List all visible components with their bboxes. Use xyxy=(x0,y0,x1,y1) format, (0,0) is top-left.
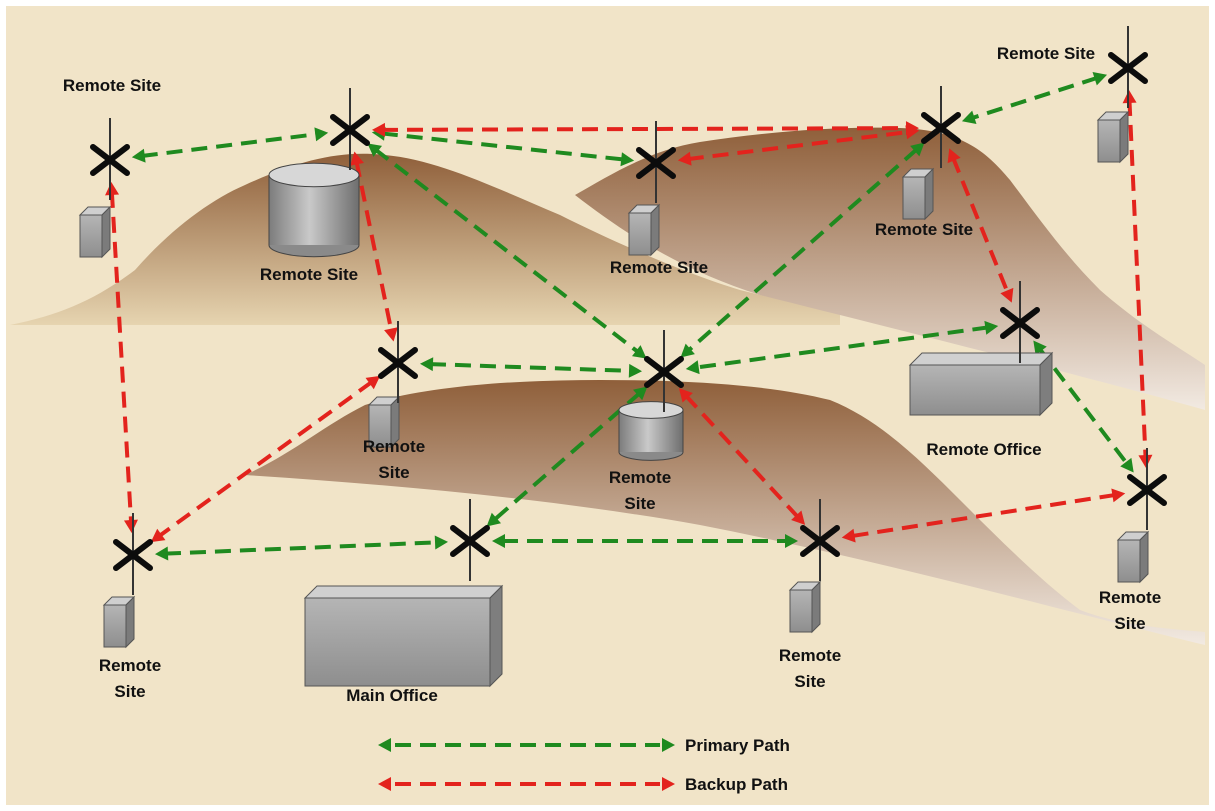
equipment-cabinet xyxy=(901,167,935,221)
site-label: Remote Site xyxy=(63,76,161,95)
site-node-s10: Main Office xyxy=(303,499,504,705)
equipment-cabinet xyxy=(1096,110,1130,164)
backup-path-arrow xyxy=(350,151,398,342)
site-label: Remote xyxy=(609,468,671,487)
equipment-tank xyxy=(618,401,684,461)
hill-right xyxy=(575,127,1205,411)
site-label: Site xyxy=(378,463,409,482)
antenna-x-icon xyxy=(1108,52,1148,84)
primary-path-arrow xyxy=(486,386,648,527)
site-label: Main Office xyxy=(346,686,438,705)
equipment-building xyxy=(908,351,1054,417)
backup-path-arrow xyxy=(150,375,381,543)
antenna-x-icon xyxy=(921,112,961,144)
primary-path-arrow xyxy=(961,72,1108,124)
site-node-s5: Remote Site xyxy=(997,26,1148,164)
antenna-x-icon xyxy=(113,539,153,571)
site-label: Remote Site xyxy=(610,258,708,277)
primary-path-arrow xyxy=(154,535,449,561)
antenna-x-icon xyxy=(644,356,684,388)
antenna-x-icon xyxy=(450,525,490,557)
equipment-cabinet xyxy=(1116,530,1150,584)
site-label: Site xyxy=(624,494,655,513)
antenna-x-icon xyxy=(1127,474,1167,506)
antenna-x-icon xyxy=(378,347,418,379)
hill-left xyxy=(10,153,840,325)
legend-primary-label: Primary Path xyxy=(685,736,790,755)
legend-backup-arrow xyxy=(378,777,675,791)
primary-path-arrow xyxy=(131,127,329,163)
backup-path-arrow xyxy=(841,488,1126,543)
site-node-s1: Remote Site xyxy=(63,76,161,259)
backup-path-arrow xyxy=(105,181,138,534)
site-label: Remote Office xyxy=(926,440,1041,459)
site-node-s2: Remote Site xyxy=(260,88,370,284)
backup-path-arrow xyxy=(1122,89,1153,469)
site-label: Remote xyxy=(1099,588,1161,607)
primary-path-arrow xyxy=(1033,340,1134,473)
equipment-cabinet xyxy=(627,203,661,257)
site-label: Site xyxy=(114,682,145,701)
primary-path-arrow xyxy=(685,320,999,375)
site-label: Remote Site xyxy=(997,44,1095,63)
antenna-x-icon xyxy=(1000,307,1040,339)
primary-path-arrow xyxy=(492,534,798,548)
backup-path-arrow xyxy=(678,388,806,525)
site-label: Site xyxy=(794,672,825,691)
site-node-s8: Remote Office xyxy=(908,281,1054,459)
equipment-building xyxy=(303,584,504,688)
site-label: Site xyxy=(1114,614,1145,633)
hill-center xyxy=(245,380,1205,645)
links-layer xyxy=(105,72,1153,561)
legend-primary-arrow xyxy=(378,738,675,752)
equipment-cabinet xyxy=(102,595,136,649)
site-label: Remote xyxy=(99,656,161,675)
site-node-s3: Remote Site xyxy=(610,121,708,277)
antenna-x-icon xyxy=(330,114,370,146)
equipment-tank xyxy=(268,162,360,258)
equipment-cabinet xyxy=(78,205,112,259)
antenna-x-icon xyxy=(90,144,130,176)
primary-path-arrow xyxy=(680,142,925,358)
site-label: Remote xyxy=(363,437,425,456)
legend-backup-label: Backup Path xyxy=(685,775,788,794)
site-label: Remote Site xyxy=(875,220,973,239)
antenna-x-icon xyxy=(800,525,840,557)
site-node-s4: Remote Site xyxy=(875,86,973,239)
backup-path-arrow xyxy=(947,148,1014,303)
primary-path-arrow xyxy=(419,357,643,378)
site-label: Remote xyxy=(779,646,841,665)
equipment-cabinet xyxy=(788,580,822,634)
antenna-x-icon xyxy=(636,147,676,179)
backup-path-arrow xyxy=(677,125,920,166)
site-label: Remote Site xyxy=(260,265,358,284)
legend: Primary Path Backup Path xyxy=(378,736,790,794)
equipment-cabinet xyxy=(367,395,401,449)
primary-path-arrow xyxy=(367,143,647,359)
